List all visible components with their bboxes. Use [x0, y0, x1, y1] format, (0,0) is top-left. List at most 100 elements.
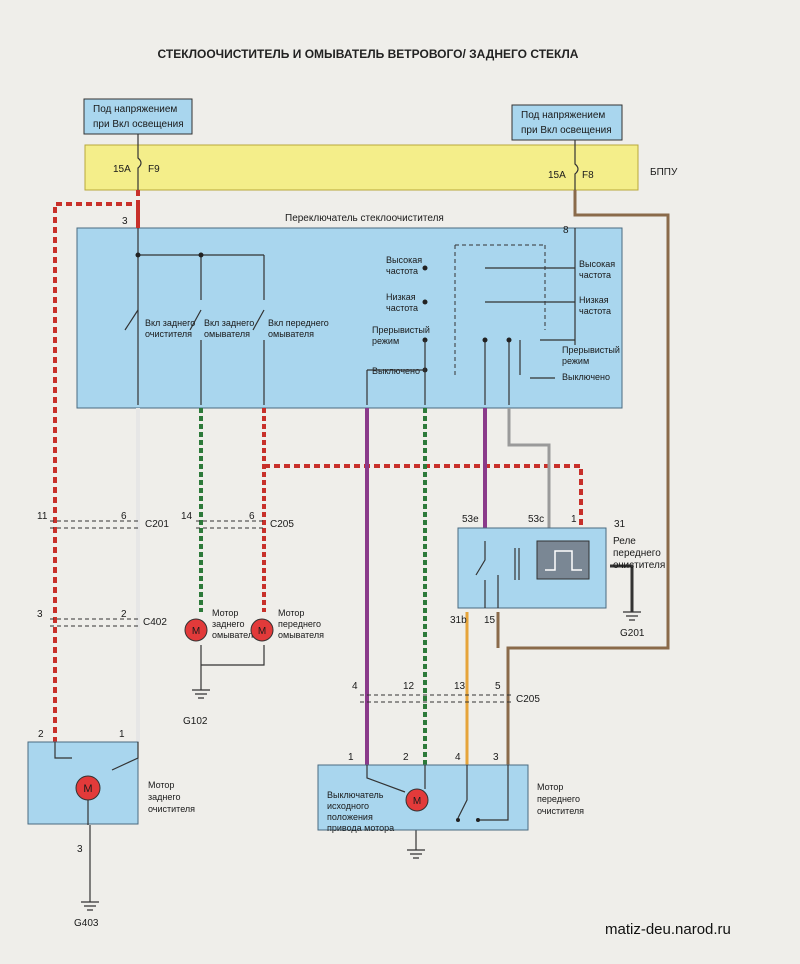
connector-c205-upper: 14 6 C205 [181, 511, 294, 530]
switch-rear-washer-l1: Вкл заднего [204, 318, 254, 328]
fuse-f9-name: F9 [148, 164, 160, 175]
rear-washer-motor-l3: омывателя [212, 630, 258, 640]
switch-int-right-l1: Прерывистый [562, 345, 620, 355]
park-switch-l1: Выключатель [327, 790, 384, 800]
switch-low-right-l2: частота [579, 306, 611, 316]
connector-c402: 3 2 C402 [37, 609, 167, 628]
front-washer-motor-l1: Мотор [278, 608, 304, 618]
fuse-f9-rating: 15A [113, 164, 131, 175]
switch-off-left: Выключено [372, 366, 420, 376]
c402-pin-a: 3 [37, 609, 43, 620]
switch-pin-8: 8 [563, 225, 569, 236]
fuse-f8-symbol [574, 140, 579, 190]
watermark: matiz-deu.narod.ru [605, 921, 731, 938]
supply-left-line1: Под напряжением [93, 104, 177, 115]
c205l-pin-4: 5 [495, 681, 501, 692]
relay-pin-1: 1 [571, 514, 577, 525]
switch-high-right-l2: частота [579, 270, 611, 280]
relay-title-l3: очистителя [613, 560, 665, 571]
wire-ground-relay [610, 564, 634, 612]
wiper-switch-title: Переключатель стеклоочистителя [285, 213, 444, 224]
switch-high-left-l2: частота [386, 266, 418, 276]
supply-right: Под напряжением при Вкл освещения [511, 104, 623, 141]
park-switch-l4: привода мотора [327, 823, 394, 833]
c402-name: C402 [143, 617, 167, 628]
relay-title-l1: Реле [613, 536, 636, 547]
wiper-switch: Переключатель стеклоочистителя 3 8 Вкл з… [76, 213, 623, 409]
relay-pin-53e: 53e [462, 514, 479, 525]
rear-wiper-label-l2: заднего [148, 792, 180, 802]
c201-pin-a: 11 [37, 511, 48, 522]
switch-front-washer-l1: Вкл переднего [268, 318, 329, 328]
rear-washer-motor-letter: M [192, 626, 200, 637]
fuse-f8-rating: 15A [548, 170, 566, 181]
c402-pin-b: 2 [121, 609, 127, 620]
ground-g403: G403 [74, 825, 99, 929]
rear-washer-motor: M Мотор заднего омывателя [184, 608, 258, 642]
front-washer-motor-l3: омывателя [278, 630, 324, 640]
wire-red-left [53, 190, 140, 742]
ground-g102-label: G102 [183, 716, 208, 727]
wire-grey-53c [507, 408, 551, 528]
ground-g102: G102 [183, 645, 265, 727]
rear-wiper-pin-3: 3 [77, 844, 83, 855]
relay-title-l2: переднего [613, 548, 661, 559]
fuse-block: БППУ 15A F9 15A F8 [84, 134, 678, 191]
relay-pulse-icon [545, 550, 582, 571]
diagram-title: СТЕКЛООЧИСТИТЕЛЬ И ОМЫВАТЕЛЬ ВЕТРОВОГО/ … [158, 47, 579, 61]
c201-name: C201 [145, 519, 169, 530]
rear-wiper-label-l3: очистителя [148, 804, 195, 814]
c205l-pin-2: 12 [403, 681, 415, 692]
c205u-pin-b: 6 [249, 511, 255, 522]
fuse-f8-name: F8 [582, 170, 594, 181]
switch-rear-wiper-l1: Вкл заднего [145, 318, 195, 328]
rear-wiper-pin-1: 1 [119, 729, 125, 740]
switch-high-right-l1: Высокая [579, 259, 615, 269]
wires [53, 190, 670, 765]
fuse-block-label: БППУ [650, 167, 678, 178]
front-wiper-pin-3: 3 [493, 752, 499, 763]
supply-left: Под напряжением при Вкл освещения [83, 98, 193, 135]
connector-c201: 11 6 C201 [37, 511, 169, 530]
front-wiper-label-l1: Мотор [537, 782, 563, 792]
switch-low-right-l1: Низкая [579, 295, 609, 305]
switch-pin-3: 3 [122, 216, 128, 227]
relay-pin-53c: 53c [528, 514, 544, 525]
ground-g403-label: G403 [74, 918, 99, 929]
front-wiper-pin-4: 4 [455, 752, 461, 763]
relay-pin-31b: 31b [450, 615, 467, 626]
switch-rear-washer-l2: омывателя [204, 329, 250, 339]
switch-front-washer-l2: омывателя [268, 329, 314, 339]
rear-wiper-label-l1: Мотор [148, 780, 174, 790]
front-wiper-label-l2: переднего [537, 794, 580, 804]
switch-low-left-l1: Низкая [386, 292, 416, 302]
switch-off-right: Выключено [562, 372, 610, 382]
park-switch-l3: положения [327, 812, 373, 822]
wire-brown-feed [506, 190, 670, 765]
switch-high-left-l1: Высокая [386, 255, 422, 265]
c205l-pin-1: 4 [352, 681, 358, 692]
relay-pin-31: 31 [614, 519, 626, 530]
switch-int-right-l2: режим [562, 356, 589, 366]
rear-washer-motor-l2: заднего [212, 619, 244, 629]
ground-g201: G201 [620, 611, 645, 639]
rear-wiper-motor: 2 1 3 M Мотор заднего очистителя [27, 729, 195, 855]
c205u-pin-a: 14 [181, 511, 193, 522]
supply-right-line1: Под напряжением [521, 110, 605, 121]
ground-front-motor [407, 830, 425, 859]
front-wiper-label-l3: очистителя [537, 806, 584, 816]
switch-int-left-l2: режим [372, 336, 399, 346]
front-wiper-pin-2: 2 [403, 752, 409, 763]
front-wiper-pin-1: 1 [348, 752, 354, 763]
front-wiper-motor-letter: M [413, 796, 421, 807]
front-wiper-relay: 53e 53c 1 31 31b 15 Реле переднего очист… [450, 514, 665, 626]
relay-pin-15: 15 [484, 615, 496, 626]
switch-rear-wiper-l2: очистителя [145, 329, 192, 339]
supply-left-line2: при Вкл освещения [93, 119, 184, 130]
wire-red-relay-feed [264, 464, 583, 528]
c205u-name: C205 [270, 519, 294, 530]
rear-washer-motor-l1: Мотор [212, 608, 238, 618]
c205l-pin-3: 13 [454, 681, 466, 692]
front-wiper-motor: 1 2 4 3 M Выключатель исходного положени… [317, 752, 584, 833]
front-washer-motor-l2: переднего [278, 619, 321, 629]
